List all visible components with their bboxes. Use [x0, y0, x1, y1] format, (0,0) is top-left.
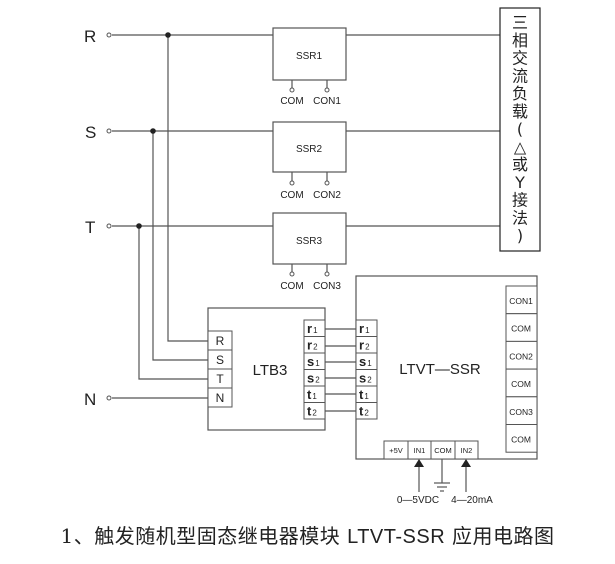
load-char: 交	[512, 49, 528, 68]
ltvt-input-terminal-label: +5V	[389, 446, 403, 455]
ltvt-input-label: r2	[359, 338, 370, 353]
ssr1-label: SSR1	[296, 51, 323, 62]
ltvt-output-terminal	[505, 340, 538, 370]
load-char: 相	[512, 31, 528, 50]
load-char: Y	[514, 173, 525, 192]
ltvt-input-terminal-label: COM	[434, 446, 452, 455]
ltvt-output-label: COM	[511, 435, 531, 445]
signal-label-voltage: 0—5VDC	[397, 495, 439, 506]
ltb3-input-label: S	[216, 353, 224, 367]
ltb3-input-label: N	[216, 391, 225, 405]
ssr2-pin-con: CON2	[313, 190, 341, 201]
ssr2-label: SSR2	[296, 144, 323, 155]
phase-label-s: S	[85, 123, 96, 142]
ltb3-output-label: r2	[307, 338, 318, 353]
ltvt-input-terminal	[355, 402, 378, 420]
load-char: 流	[512, 66, 528, 85]
ltvt-output-terminal	[505, 424, 538, 453]
load-box	[499, 7, 541, 252]
caption-model: LTVT-SSR	[347, 526, 446, 548]
load-char: 法	[512, 208, 528, 227]
ssr3-pin-con: CON3	[313, 281, 341, 292]
ltvt-input-label: r1	[359, 321, 370, 336]
ssr3-box	[272, 212, 347, 265]
load-char: 负	[512, 84, 528, 103]
load-char: △	[514, 137, 527, 156]
ssr3-pin-com: COM	[280, 281, 303, 292]
terminal-s	[106, 128, 112, 134]
figure-caption: 1、触发随机型固态继电器模块 LTVT-SSR 应用电路图	[0, 520, 615, 549]
load-char: 或	[512, 155, 528, 174]
ltvt-input-terminal	[454, 440, 479, 460]
phase-label-t: T	[85, 218, 95, 237]
ssr2-pin-com: COM	[280, 190, 303, 201]
ltvt-output-label: CON3	[509, 407, 533, 417]
ssr1-box	[272, 27, 347, 81]
signal-label-current: 4—20mA	[451, 495, 493, 506]
ltb3-input-terminal	[207, 387, 233, 408]
load-char: 接	[512, 191, 528, 210]
phase-label-n: N	[84, 390, 96, 409]
ltvt-output-terminal	[505, 285, 538, 315]
ltb3-input-label: R	[216, 334, 225, 348]
ltvt-input-terminal-label: IN1	[414, 446, 426, 455]
terminal-r	[106, 32, 112, 38]
junction-dot-r	[165, 32, 171, 38]
caption-number: 1、	[60, 524, 95, 548]
load-char: )	[517, 226, 523, 245]
caption-prefix: 触发随机型固态继电器模块	[94, 524, 348, 548]
wire-r-to-ltb3	[167, 35, 208, 342]
ltb3-title: LTB3	[253, 362, 288, 379]
ltb3-input-label: T	[216, 372, 224, 386]
in1-arrow-icon	[414, 459, 424, 467]
ltvt-output-label: COM	[511, 379, 531, 389]
ltb3-output-terminal	[303, 402, 326, 420]
ltvt-input-label: t1	[359, 387, 369, 402]
terminal-n	[106, 395, 112, 401]
wire-t-to-ltb3	[138, 226, 208, 380]
ltb3-output-label: t1	[307, 387, 317, 402]
phase-label-r: R	[84, 27, 96, 46]
ltb3-output-label: r1	[307, 321, 318, 336]
load-char: (	[517, 120, 523, 139]
terminal-t	[106, 223, 112, 229]
ssr1-pin-com: COM	[280, 96, 303, 107]
load-char: 载	[512, 102, 528, 121]
ssr3-label: SSR3	[296, 236, 323, 247]
ltvt-input-terminal-label: IN2	[461, 446, 473, 455]
caption-suffix: 应用电路图	[445, 524, 555, 548]
wire-s-to-ltb3	[152, 131, 208, 361]
ltvt-input-label: t2	[359, 404, 369, 419]
load-char: 三	[512, 13, 528, 32]
junction-dot-t	[136, 223, 142, 229]
ltvt-output-label: CON2	[509, 351, 533, 361]
in2-arrow-icon	[461, 459, 471, 467]
ltvt-output-label: COM	[511, 324, 531, 334]
ltvt-output-label: CON1	[509, 296, 533, 306]
ssr1-pin-con: CON1	[313, 96, 341, 107]
ssr2-box	[272, 121, 347, 173]
ltb3-output-label: t2	[307, 404, 317, 419]
junction-dot-s	[150, 128, 156, 134]
ltvt-title: LTVT—SSR	[399, 361, 481, 378]
